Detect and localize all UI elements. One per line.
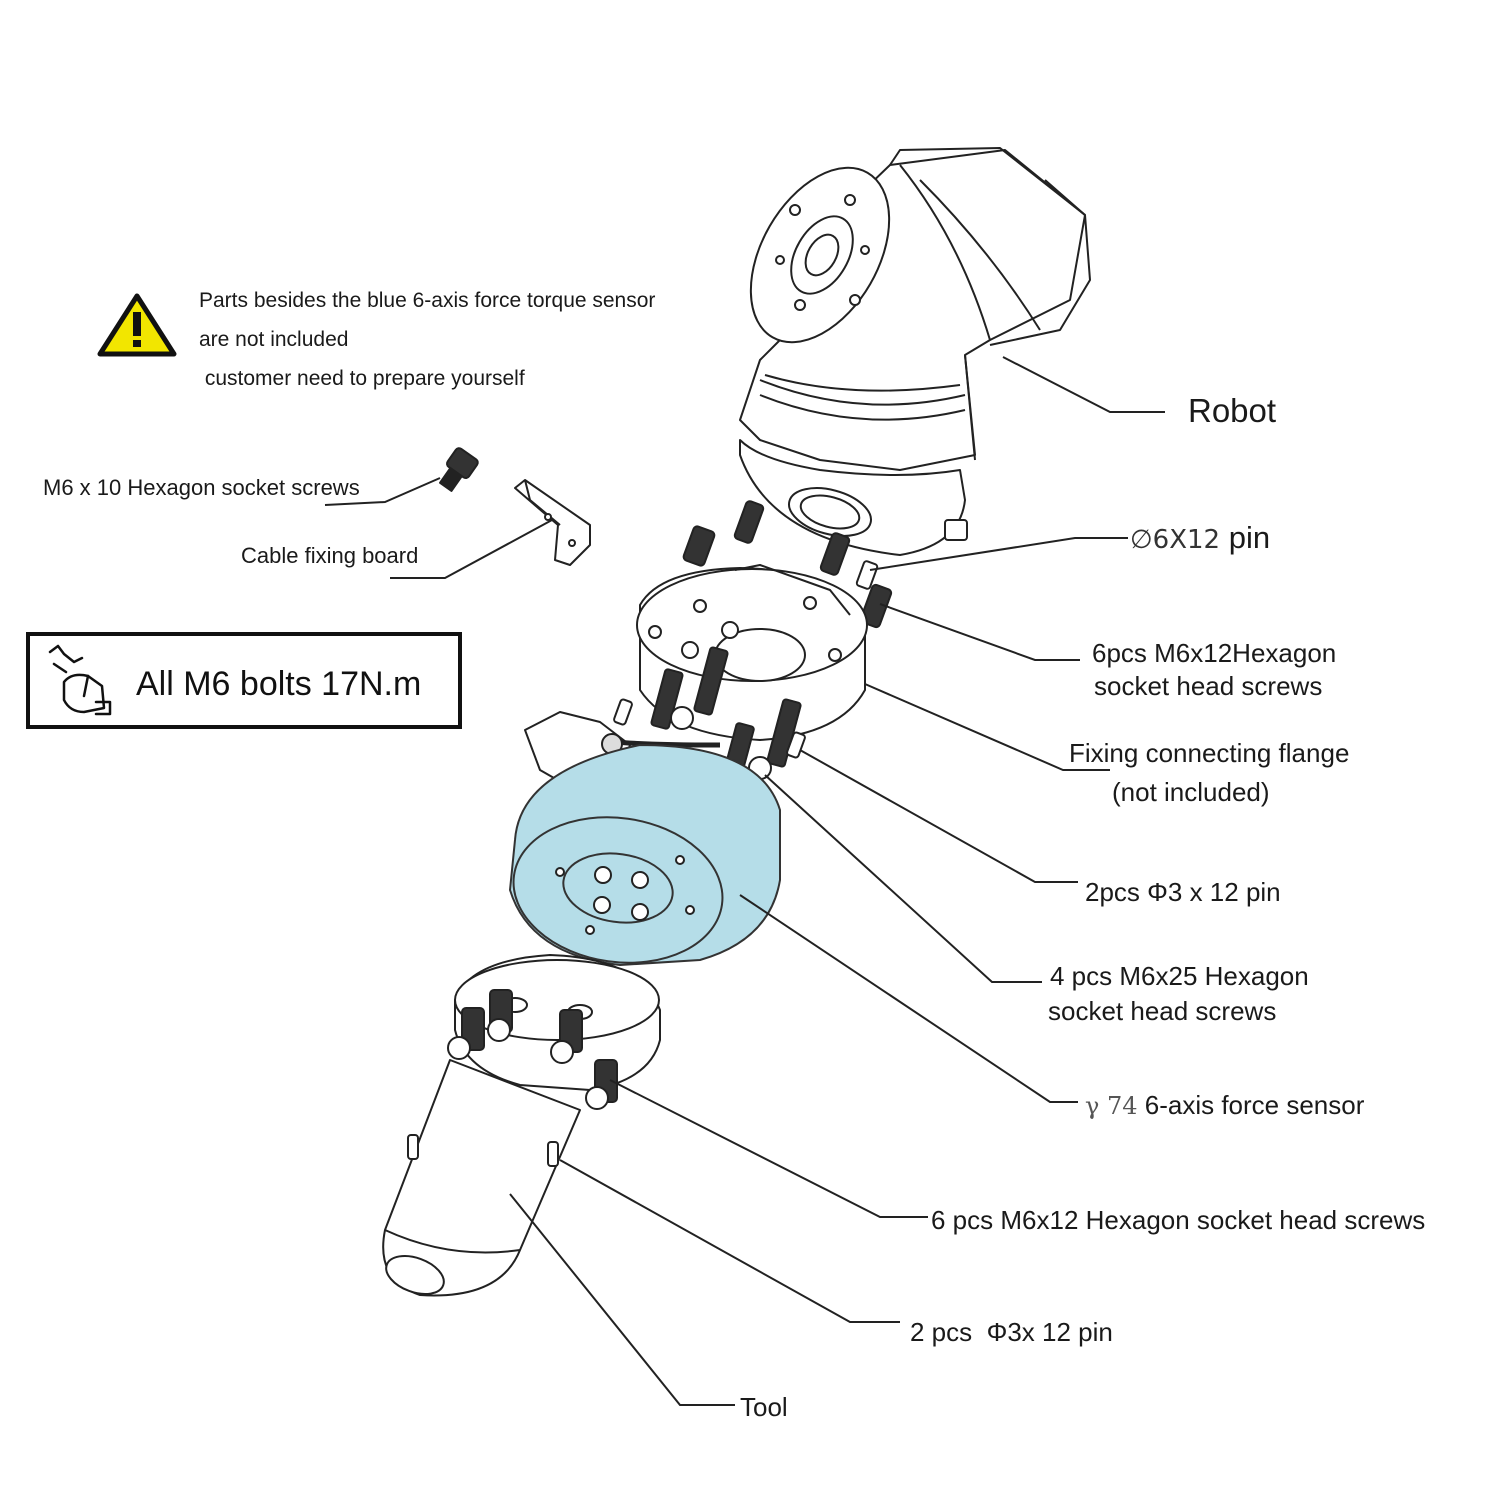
flange-screws-top	[682, 500, 893, 629]
tool-flange	[454, 954, 661, 1091]
warning-triangle-icon	[97, 293, 177, 357]
robot-wrist	[739, 147, 1091, 556]
label-m6x25-line2: socket head screws	[1048, 996, 1277, 1026]
pin-word: pin	[1220, 520, 1271, 555]
sensor-model: γ 74	[1085, 1092, 1138, 1120]
label-m6x25-line1: 4 pcs M6x25 Hexagon	[1050, 961, 1309, 991]
cable-fixing-board	[514, 479, 591, 566]
pin-3x12-top	[613, 698, 806, 759]
dowel-pin-6x12	[855, 560, 879, 590]
label-force-sensor: γ 74 6-axis force sensor	[1085, 1092, 1364, 1118]
torque-note: All M6 bolts 17N.m	[26, 632, 462, 729]
warning-text-line1: Parts besides the blue 6-axis force torq…	[199, 289, 656, 312]
label-flange-line1: Fixing connecting flange	[1069, 738, 1350, 768]
leader-lines	[324, 356, 1165, 1406]
label-pin3-bottom: 2 pcs Φ3x 12 pin	[910, 1317, 1113, 1347]
label-m6x12-top-line2: socket head screws	[1094, 671, 1323, 701]
label-tool: Tool	[740, 1392, 788, 1422]
label-6x12-pin: ∅6X12 pin	[1130, 522, 1270, 553]
tool	[382, 1059, 581, 1297]
fixing-connecting-flange	[636, 564, 868, 741]
label-m6x10-screws: M6 x 10 Hexagon socket screws	[43, 475, 360, 500]
sensor-name: 6-axis force sensor	[1137, 1090, 1365, 1120]
tool-screws	[447, 989, 618, 1110]
m6x10-screw	[439, 447, 479, 492]
label-pin3-top: 2pcs Φ3 x 12 pin	[1085, 877, 1281, 907]
force-sensor	[509, 711, 781, 966]
wrench-hand-icon	[48, 644, 112, 716]
warning-text-line3: customer need to prepare yourself	[199, 367, 525, 390]
warning-text-line2: are not included	[199, 328, 349, 351]
label-cable-fixing-board: Cable fixing board	[241, 543, 419, 568]
torque-note-text: All M6 bolts 17N.m	[136, 665, 422, 703]
pin-diameter-symbol: ∅6X12	[1130, 525, 1221, 555]
label-flange-line2: (not included)	[1112, 777, 1270, 807]
label-robot: Robot	[1188, 392, 1277, 429]
label-m6x12-bottom: 6 pcs M6x12 Hexagon socket head screws	[931, 1205, 1426, 1235]
label-m6x12-top-line1: 6pcs M6x12Hexagon	[1092, 638, 1337, 668]
